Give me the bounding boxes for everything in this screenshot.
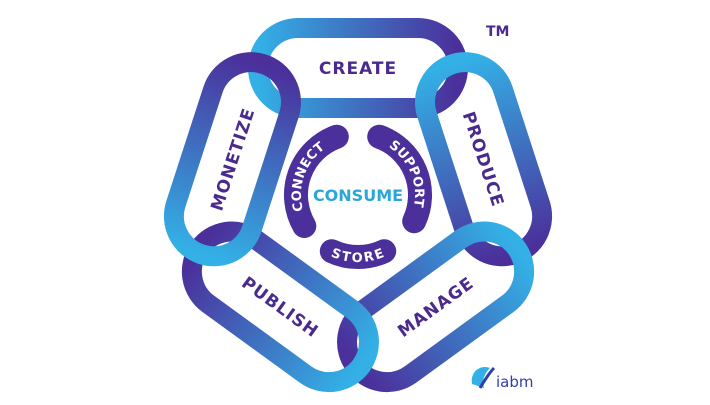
center-label: CONSUME	[313, 186, 403, 205]
label-create: CREATE	[319, 59, 397, 79]
brand-name: iabm	[496, 373, 534, 391]
label-produce: PRODUCE	[458, 109, 508, 209]
iabm-logo: iabm	[471, 366, 534, 391]
trademark: TM	[486, 24, 509, 40]
arc-store: STORE	[329, 246, 387, 266]
iabm-logo-icon	[471, 366, 490, 388]
link-publish: PUBLISH	[181, 221, 379, 393]
inner-ring: CONNECT SUPPORT STORE CONSUME	[290, 137, 426, 266]
